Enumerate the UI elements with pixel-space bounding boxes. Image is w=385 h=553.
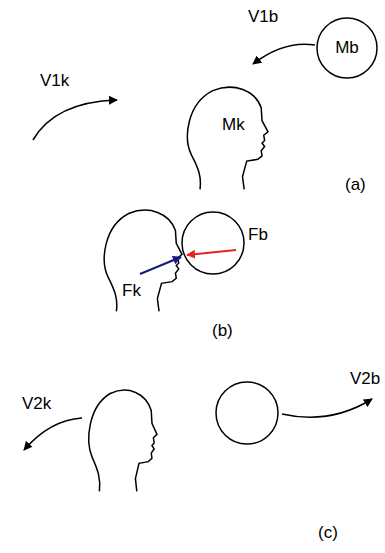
panel-label: (c) (318, 524, 338, 543)
mass-label: Mk (222, 116, 245, 135)
mass-label: Mb (335, 39, 359, 58)
velocity-arrow (24, 418, 82, 450)
force-arrow (140, 257, 181, 274)
velocity-label: V2b (350, 370, 380, 389)
velocity-arrow (253, 44, 315, 64)
velocity-label: V1b (248, 8, 278, 27)
panel-label: (a) (345, 176, 366, 195)
velocity-label: V1k (40, 72, 69, 91)
ball-circle: Mb (316, 17, 378, 79)
velocity-label: V2k (22, 395, 51, 414)
velocity-arrow (282, 399, 372, 417)
force-label: Fk (122, 282, 141, 301)
head-outline (104, 210, 182, 311)
velocity-arrow (33, 100, 117, 140)
ball-outline (216, 382, 278, 444)
head-profile: Mk (183, 82, 268, 192)
panel-label: (b) (212, 322, 233, 341)
force-label: Fb (248, 226, 268, 245)
force-arrow (187, 250, 236, 255)
head-outline (89, 390, 157, 491)
head-profile-outline (183, 82, 268, 192)
ball-outline (182, 212, 244, 274)
